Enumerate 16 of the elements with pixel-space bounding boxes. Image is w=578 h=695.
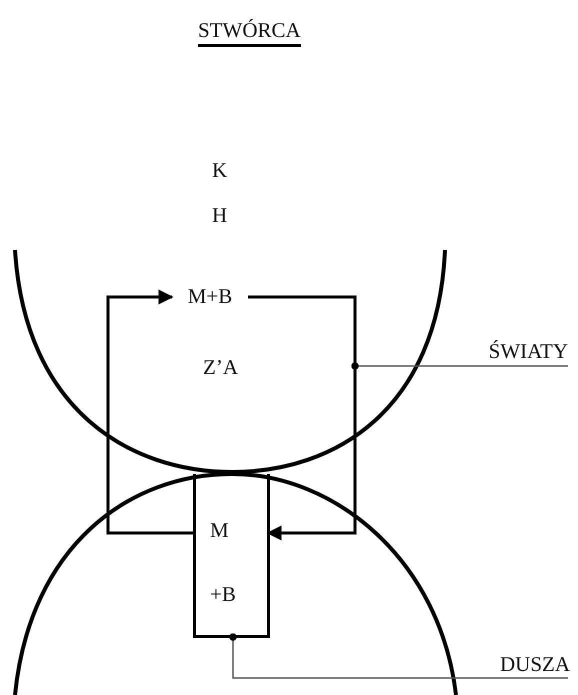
node-label: M+B (162, 284, 258, 308)
upper-arc (13, 248, 447, 474)
node-label: ŚWIATY (468, 339, 568, 363)
lower-arc (13, 472, 458, 695)
leader-line (351, 362, 568, 370)
arrow (248, 296, 356, 540)
text-label: H (212, 203, 228, 227)
box-text: +B (210, 582, 236, 606)
title: STWÓRCA (198, 18, 301, 47)
text-label: K (212, 158, 228, 182)
soul-box (193, 474, 270, 638)
arrow (106, 290, 193, 534)
text-label: Z’A (203, 355, 238, 379)
leader-line (229, 633, 568, 679)
node-label: DUSZA (470, 652, 570, 676)
box-text: M (210, 518, 229, 542)
